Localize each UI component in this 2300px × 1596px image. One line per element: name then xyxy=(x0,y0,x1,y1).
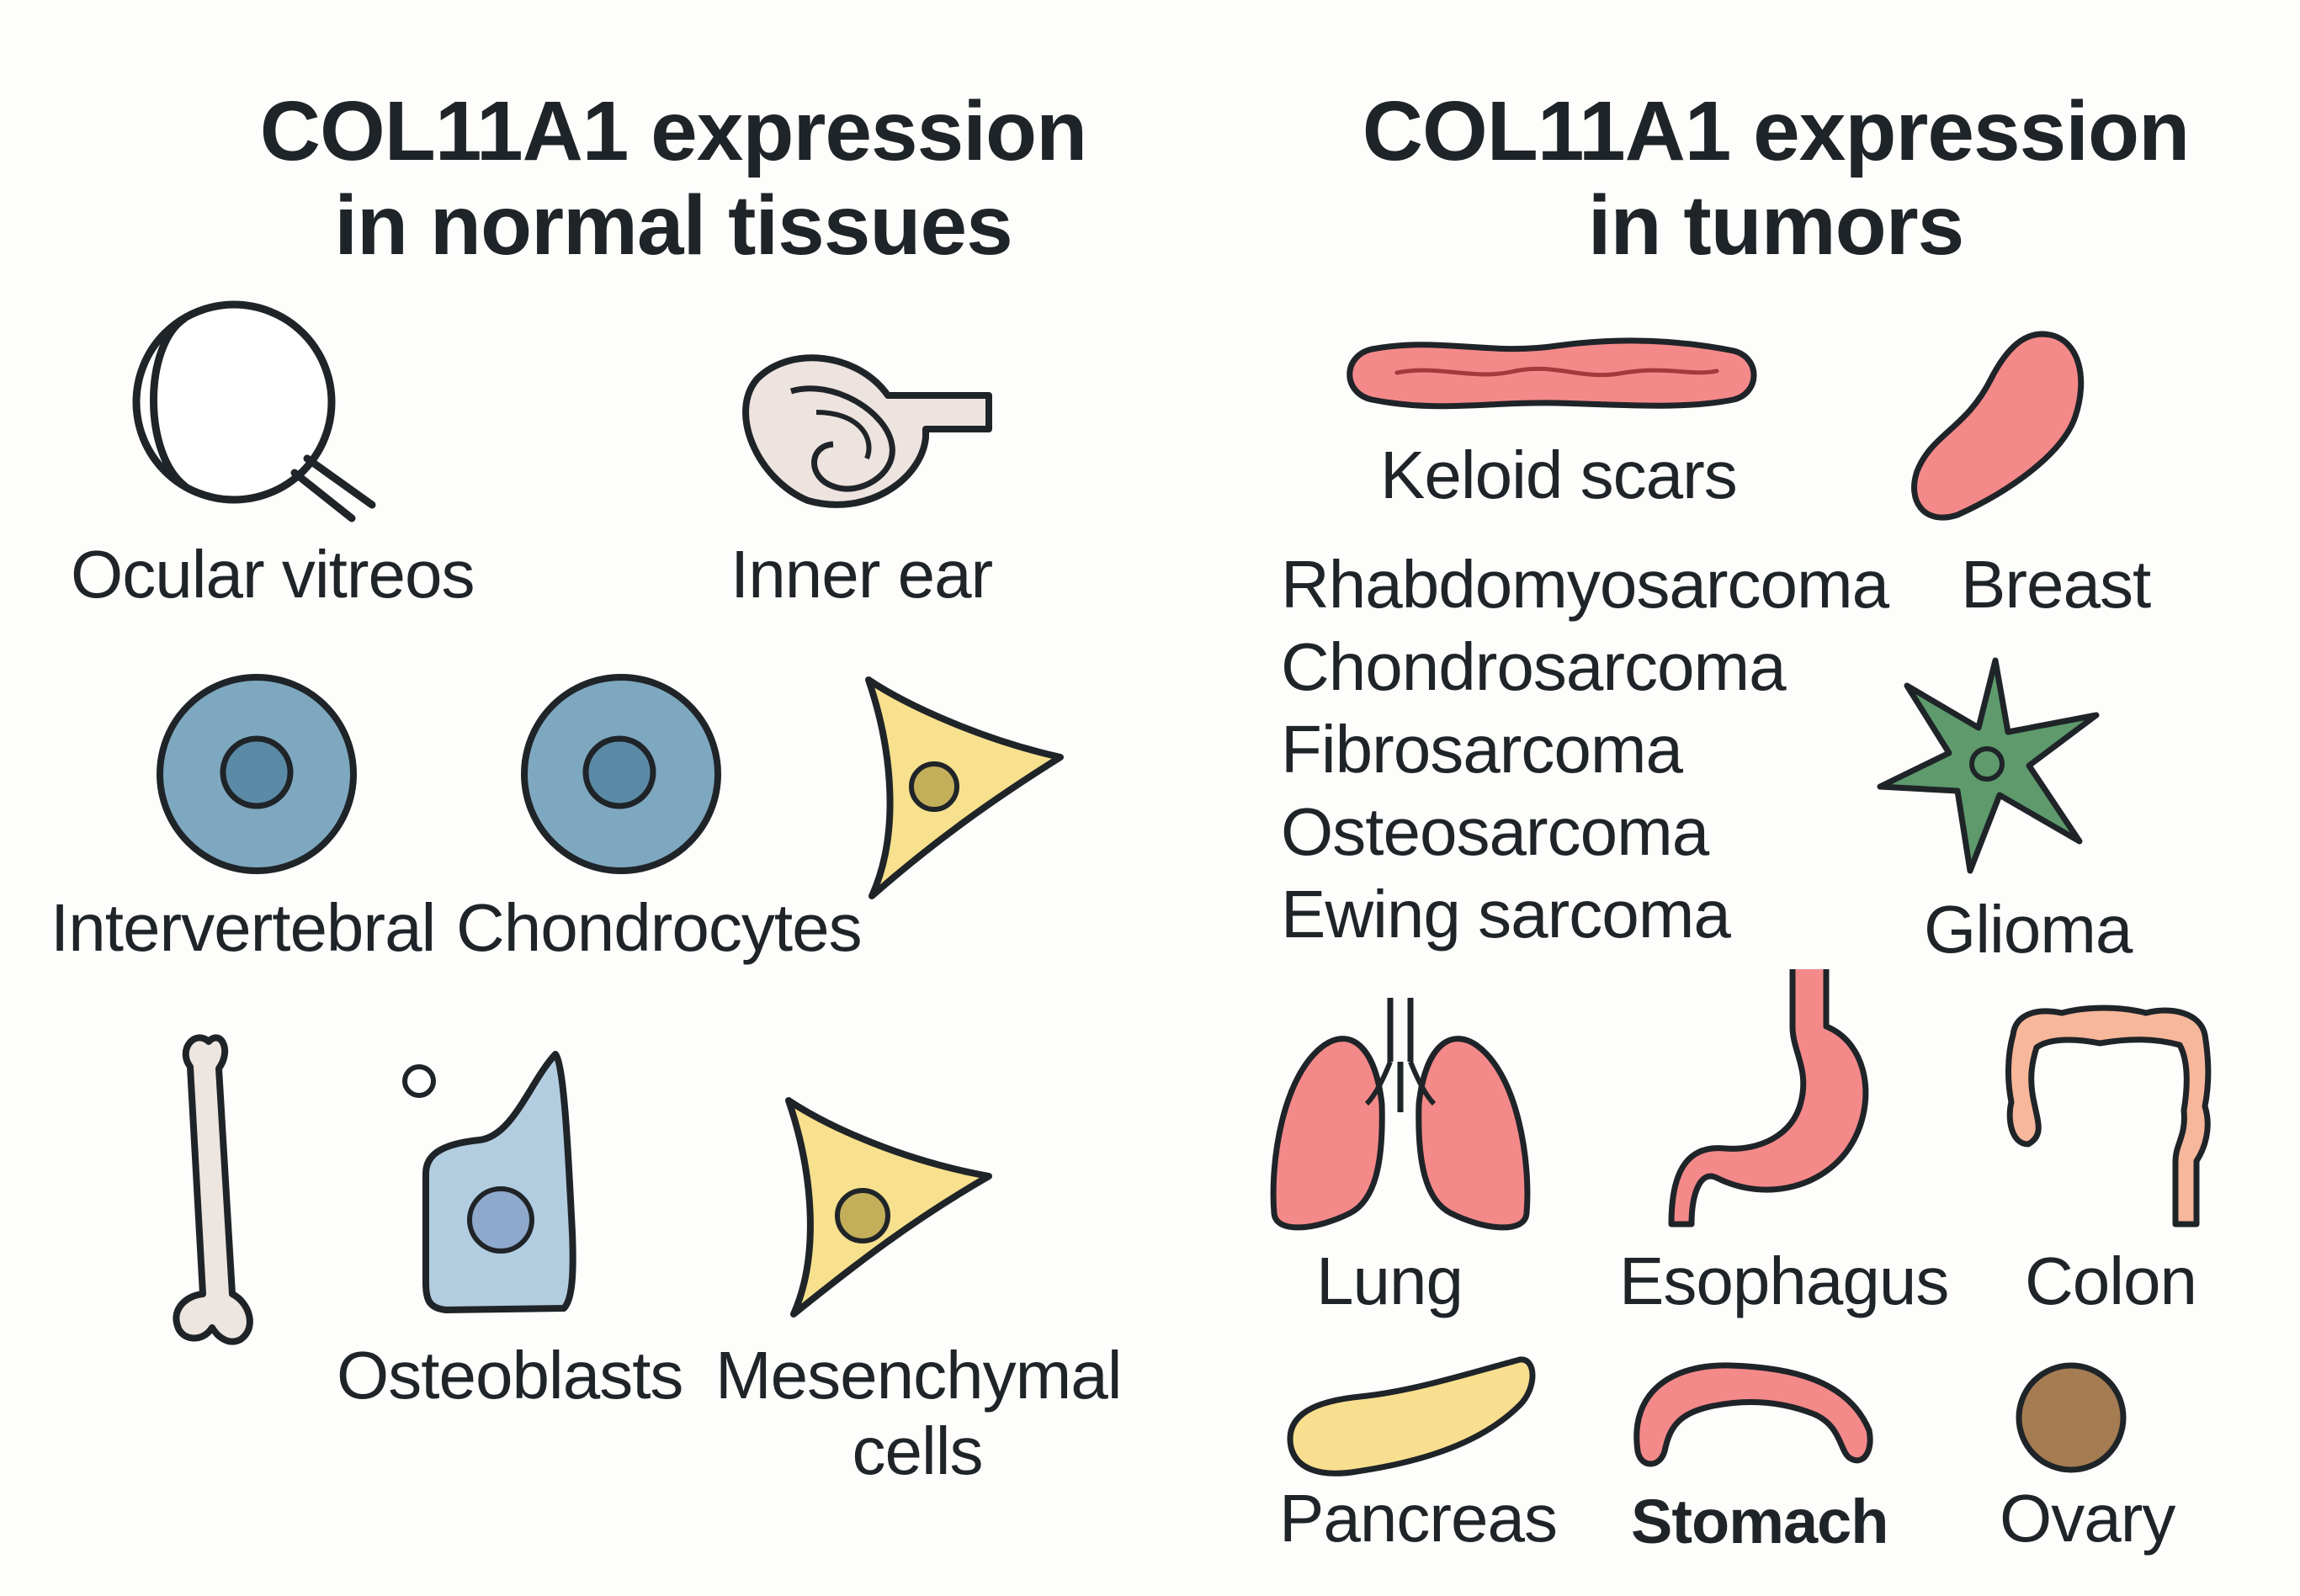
label-chondrosarcoma: Chondrosarcoma xyxy=(1281,629,1787,704)
label-esophagus: Esophagus xyxy=(1619,1243,1949,1318)
lungs-icon xyxy=(1270,998,1531,1231)
pancreas-icon xyxy=(1287,1356,1536,1477)
normal-title-line1: COL11A1 expression xyxy=(259,84,1087,178)
mesenchymal-cell-icon-bottom xyxy=(785,1097,992,1318)
label-mesenchymal-line1: Mesenchymal xyxy=(715,1338,1123,1413)
label-stomach: Stomach xyxy=(1631,1487,1889,1556)
label-ocular-vitreos: Ocular vitreos xyxy=(71,537,475,612)
label-lung: Lung xyxy=(1316,1243,1463,1318)
label-mesenchymal-cells: Mesenchymal cells xyxy=(715,1338,1123,1489)
ovary-icon xyxy=(2016,1362,2127,1473)
tumors-title-line2: in tumors xyxy=(1587,178,1965,273)
label-glioma: Glioma xyxy=(1924,892,2133,967)
glioma-cell-icon xyxy=(1877,657,2100,874)
label-keloid-scars: Keloid scars xyxy=(1380,437,1738,512)
mesenchymal-cell-icon-top xyxy=(865,676,1064,899)
label-fibrosarcoma: Fibrosarcoma xyxy=(1281,712,1683,787)
chondrocyte-icon xyxy=(521,674,721,874)
disc-cell-icon xyxy=(157,674,357,874)
label-osteosarcoma: Osteosarcoma xyxy=(1281,794,1709,869)
tumors-panel: COL11A1 expression in tumors Keloid scar… xyxy=(1150,0,2299,1596)
label-intervertebral: Intervertebral xyxy=(50,890,436,965)
colon-icon xyxy=(2005,1005,2212,1227)
label-breast: Breast xyxy=(1961,547,2151,622)
normal-tissues-title: COL11A1 expression in normal tissues xyxy=(0,84,1347,273)
keloid-scar-icon xyxy=(1347,337,1757,410)
label-rhabdomyosarcoma: Rhabdomyosarcoma xyxy=(1281,547,1889,622)
cochlea-icon xyxy=(742,354,992,508)
label-pancreas: Pancreas xyxy=(1279,1481,1558,1556)
stomach-icon xyxy=(1633,1362,1873,1467)
normal-tissues-panel: COL11A1 expression in normal tissues Ocu… xyxy=(50,84,1123,1489)
label-ovary: Ovary xyxy=(2000,1481,2175,1556)
tumors-title-line1: COL11A1 expression xyxy=(1362,84,2190,178)
breast-icon xyxy=(1911,331,2085,521)
osteoblast-icon xyxy=(402,1051,576,1313)
label-mesenchymal-line2: cells xyxy=(852,1413,983,1488)
normal-title-line2: in normal tissues xyxy=(334,178,1012,273)
esophagus-icon xyxy=(1668,969,1869,1227)
label-osteoblasts: Osteoblasts xyxy=(337,1338,683,1413)
bone-icon xyxy=(173,1034,253,1345)
eye-globe-icon xyxy=(132,300,376,522)
label-inner-ear: Inner ear xyxy=(730,537,993,612)
label-colon: Colon xyxy=(2025,1243,2197,1318)
tumors-title: COL11A1 expression in tumors xyxy=(1229,84,2300,273)
label-chondrocytes: Chondrocytes xyxy=(456,890,863,965)
label-ewing-sarcoma: Ewing sarcoma xyxy=(1281,877,1731,952)
